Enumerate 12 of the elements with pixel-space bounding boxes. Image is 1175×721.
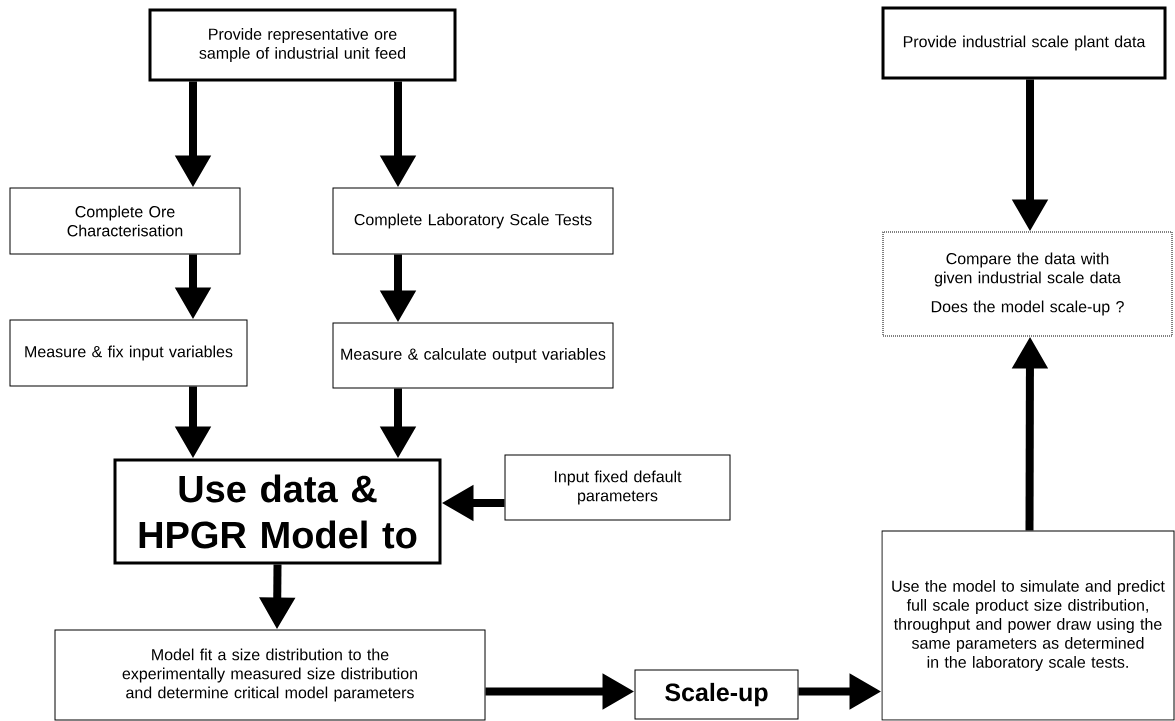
process-box: Use data & HPGR Model to (113, 458, 442, 565)
input-box: Input fixed default parameters (504, 454, 731, 521)
process-box: Complete Laboratory Scale Tests (332, 187, 614, 255)
process-box: Measure & fix input variables (9, 319, 248, 387)
process-box: Provide representative ore sample of industrial unit feed (148, 8, 457, 82)
process-box: Complete Ore Characterisation (9, 187, 241, 255)
process-box: Use the model to simulate and predict full scale product size distribution, throughput and power draw using the same parameters as determined in the laboratory scale tests. (881, 530, 1175, 721)
decision-box: Compare the data with given industrial scale data Does the model scale-up ? (882, 231, 1173, 337)
process-box: Provide industrial scale plant data (881, 6, 1167, 80)
process-box: Measure & calculate output variables (332, 322, 614, 389)
process-box: Scale-up (634, 669, 799, 720)
process-box: Model fit a size distribution to the experimentally measured size distribution and determine critical model parameters (54, 629, 486, 721)
